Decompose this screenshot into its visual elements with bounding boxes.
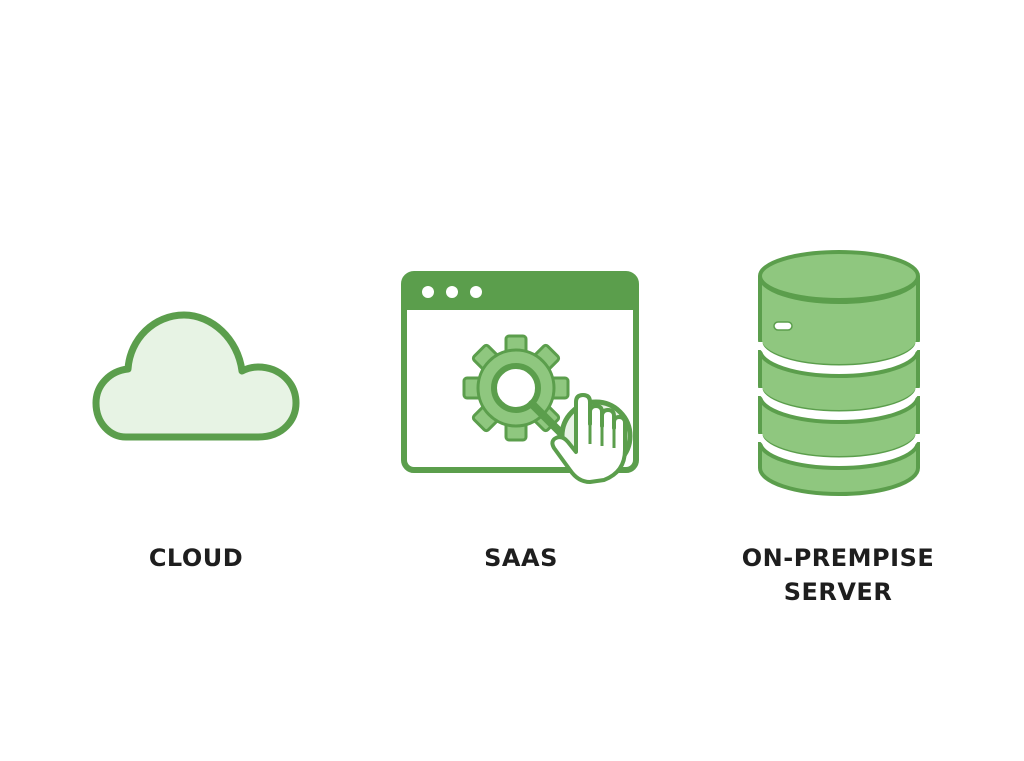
cloud-icon [92,311,300,441]
saas-label: SAAS [484,544,558,572]
server-label-line-1: ON-PREMPISE [741,544,935,572]
server-label-line-2: SERVER [783,578,893,606]
browser-gear-hand-icon [401,271,639,484]
hand-pointer-icon [550,393,633,484]
database-cylinder-icon [757,250,921,496]
cloud-label: CLOUD [148,544,244,572]
gear-icon [462,334,570,442]
